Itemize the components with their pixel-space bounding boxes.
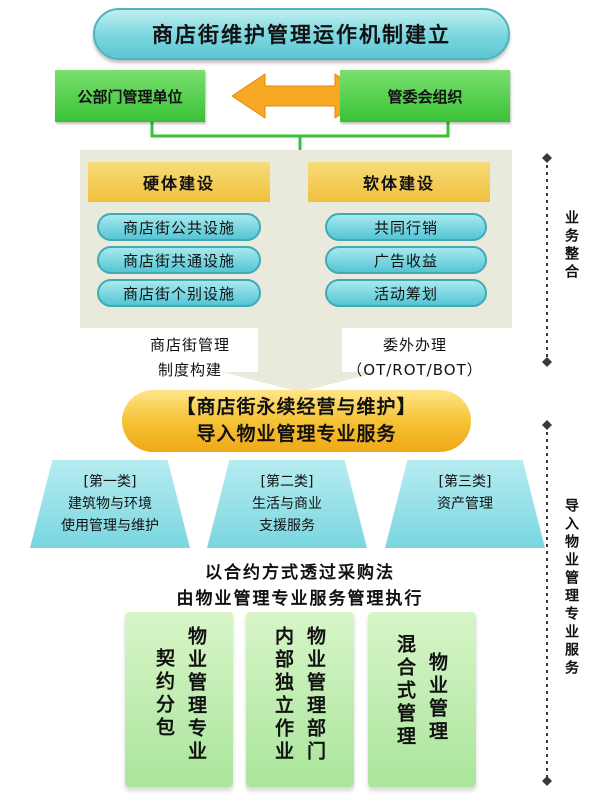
side-dot: [542, 153, 552, 163]
soft-construction-header: 软体建设: [308, 162, 490, 202]
caption-management-system: 商店街管理 制度构建: [120, 333, 260, 383]
category-line: 资产管理: [437, 496, 493, 512]
side-label-business-integration: 业务整合: [563, 210, 579, 282]
hard-item-public: 商店街公共设施: [97, 213, 261, 241]
soft-item-ad-revenue: 广告收益: [325, 246, 487, 274]
hard-construction-header: 硬体建设: [88, 162, 270, 202]
page-title: 商店街维护管理运作机制建立: [93, 8, 510, 60]
category-line: 使用管理与维护: [61, 518, 159, 534]
side-dot: [542, 776, 552, 786]
sustainable-management-box: 【商店街永续经营与维护】 导入物业管理专业服务: [122, 390, 471, 452]
category-line: 支援服务: [259, 518, 315, 534]
category-2: [第二类] 生活与商业 支援服务: [207, 460, 367, 548]
method-line-2: 由物业管理专业服务管理执行: [176, 589, 424, 609]
soft-item-marketing: 共同行销: [325, 213, 487, 241]
caption-line: 制度构建: [157, 361, 222, 379]
highlight-line-2: 导入物业管理专业服务: [196, 423, 397, 445]
category-label: [第二类]: [260, 474, 314, 490]
category-1: [第一类] 建筑物与环境 使用管理与维护: [30, 460, 190, 548]
category-line: 建筑物与环境: [68, 496, 152, 512]
mode-internal-department: 物业管理部门 内部独立作业: [246, 612, 354, 787]
caption-line: 商店街管理: [149, 336, 230, 354]
side-label-property-service: 导入物业管理专业服务: [563, 498, 579, 678]
org-connector-line: [150, 122, 450, 138]
caption-outsourcing: 委外办理 （OT/ROT/BOT）: [340, 333, 490, 383]
caption-line: （OT/ROT/BOT）: [347, 361, 483, 379]
mode-text-left: 混合式管理: [394, 634, 416, 749]
hard-item-individual: 商店街个别设施: [97, 279, 261, 307]
mode-text-right: 物业管理: [426, 652, 448, 744]
caption-line: 委外办理: [382, 336, 447, 354]
highlight-line-1: 【商店街永续经营与维护】: [176, 396, 417, 418]
mode-text-left: 契约分包: [153, 648, 175, 740]
mode-hybrid: 物业管理 混合式管理: [368, 612, 476, 787]
mode-text-right: 物业管理部门: [304, 626, 326, 764]
side-dot: [542, 357, 552, 367]
mode-contract-subcontract: 物业管理专业 契约分包: [125, 612, 233, 787]
down-arrow: [222, 328, 378, 392]
org-public-sector: 公部门管理单位: [55, 70, 205, 122]
category-label: [第一类]: [83, 474, 137, 490]
mode-text-right: 物业管理专业: [185, 626, 207, 764]
method-line-1: 以合约方式透过采购法: [205, 563, 395, 583]
mode-text-left: 内部独立作业: [272, 626, 294, 764]
org-management-committee: 管委会组织: [340, 70, 510, 122]
soft-item-events: 活动筹划: [325, 279, 487, 307]
side-dot: [542, 420, 552, 430]
category-3: [第三类] 资产管理: [385, 460, 545, 548]
category-label: [第三类]: [438, 474, 492, 490]
procurement-method: 以合约方式透过采购法 由物业管理专业服务管理执行: [100, 560, 500, 612]
category-line: 生活与商业: [252, 496, 322, 512]
hard-item-common: 商店街共通设施: [97, 246, 261, 274]
